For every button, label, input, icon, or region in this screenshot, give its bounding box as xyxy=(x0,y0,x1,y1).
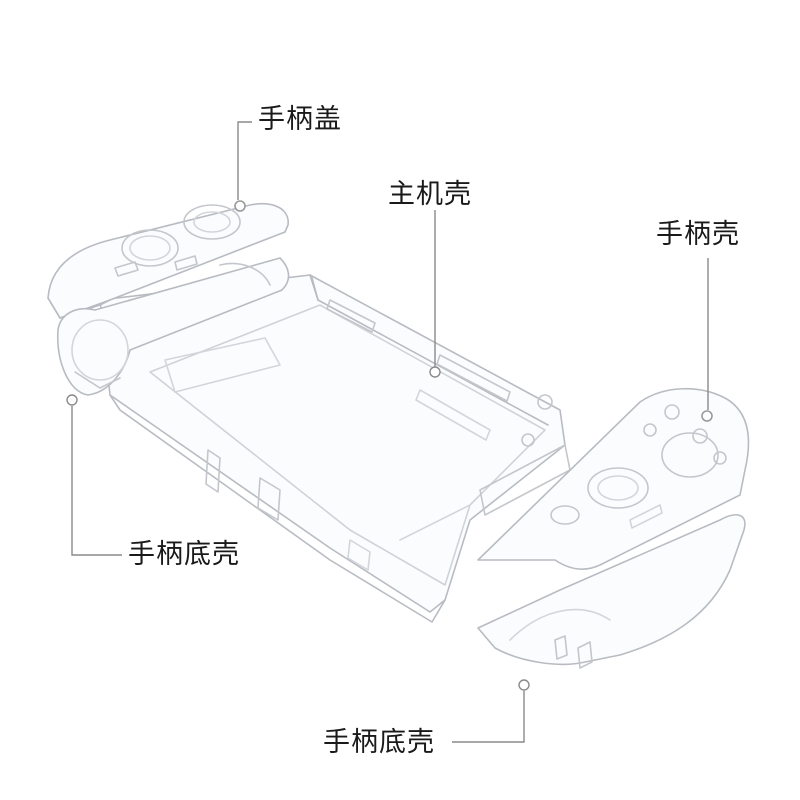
leader-bottom-bottom-dot xyxy=(518,679,530,691)
label-handle-bottom-bottom: 手柄底壳 xyxy=(323,727,435,758)
handle-shell-part xyxy=(477,387,750,570)
leader-handle-bottom-bottom xyxy=(452,691,525,743)
leader-console-shell-dot xyxy=(429,366,441,378)
leader-lines xyxy=(66,121,709,743)
label-console-shell: 主机壳 xyxy=(388,179,472,210)
label-handle-bottom-left: 手柄底壳 xyxy=(128,539,240,570)
console-shell-part xyxy=(99,274,571,623)
leader-handle-cover xyxy=(237,121,252,200)
leader-handle-bottom-left xyxy=(71,406,122,556)
handle-bottom-bottom-part xyxy=(477,514,746,669)
label-handle-cover: 手柄盖 xyxy=(258,104,342,135)
handle-bottom-left-part xyxy=(57,257,290,396)
leader-bottom-left-dot xyxy=(66,394,78,406)
label-handle-shell: 手柄壳 xyxy=(656,219,740,250)
